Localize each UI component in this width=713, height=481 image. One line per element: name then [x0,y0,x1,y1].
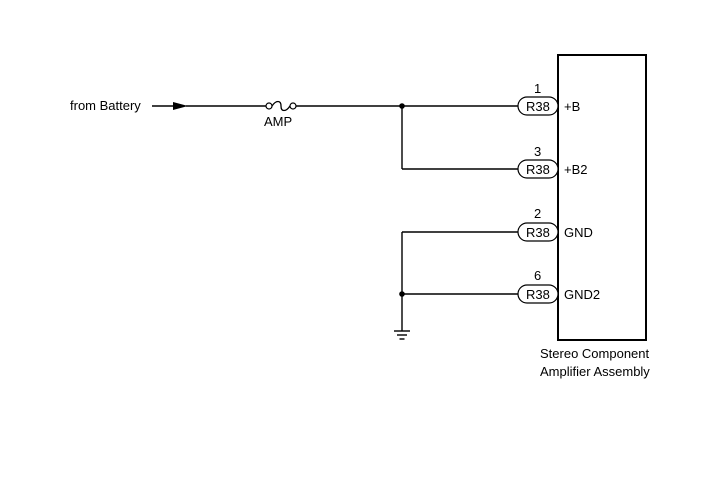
connector-label: R38 [526,225,550,240]
pin-number: 3 [534,144,541,159]
pin-number: 2 [534,206,541,221]
connector-r38-pin6 [517,284,559,304]
component-name-line2: Amplifier Assembly [540,364,650,379]
connector-label: R38 [526,287,550,302]
pin-number: 1 [534,81,541,96]
pin-signal-label: +B2 [564,162,588,177]
pin-signal-label: +B [564,99,580,114]
connector-r38-pin1 [517,96,559,116]
junction-dot-ground [399,291,405,297]
fuse-icon [265,100,297,112]
from-battery-label: from Battery [70,98,141,113]
pin-number: 6 [534,268,541,283]
battery-arrow-icon [173,102,188,110]
pin-signal-label: GND [564,225,593,240]
pin-signal-label: GND2 [564,287,600,302]
amplifier-assembly-box [557,54,647,341]
connector-r38-pin3 [517,159,559,179]
connector-label: R38 [526,99,550,114]
component-name-line1: Stereo Component [540,346,650,361]
ground-icon [394,330,410,340]
connector-r38-pin2 [517,222,559,242]
connector-label: R38 [526,162,550,177]
fuse-label: AMP [264,114,292,129]
